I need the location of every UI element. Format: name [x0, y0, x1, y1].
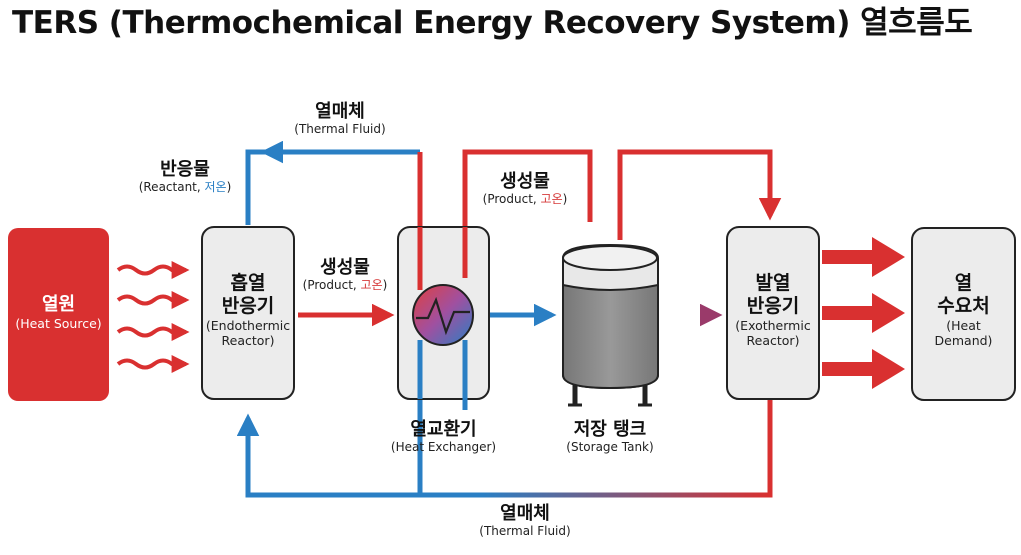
heat-source-ko: 열원 [41, 294, 76, 315]
heat-exchanger-symbol [412, 284, 474, 346]
product-top-en-c: ) [562, 191, 568, 206]
reactant-en-c: ) [226, 179, 232, 194]
product-top-en-b: 고온 [540, 191, 563, 206]
endo-ko2: 반응기 [221, 294, 275, 317]
storage-tank [562, 243, 659, 407]
heat-output-arrows [822, 237, 905, 389]
demand-ko1: 열 [954, 272, 973, 294]
product-mid-en-a: (Product, [302, 277, 361, 292]
exo-ko2: 반응기 [746, 294, 800, 317]
product-top-loop-exo [617, 149, 782, 240]
product-mid-label: 생성물 (Product, 고온) [290, 257, 400, 293]
exothermic-reactor-label: 발열 반응기 (Exothermic Reactor) [727, 272, 819, 348]
product-mid-en: (Product, 고온) [290, 277, 400, 293]
hx-ko: 열교환기 [410, 419, 477, 440]
product-top-loop-hx [453, 149, 593, 283]
thermal-fluid-bottom-en: (Thermal Fluid) [479, 523, 571, 538]
tank-ko: 저장 탱크 [573, 419, 647, 440]
endo-ko1: 흡열 [230, 272, 266, 294]
thermal-fluid-bottom-label: 열매체 (Thermal Fluid) [455, 503, 595, 538]
heat-source-en: (Heat Source) [15, 315, 102, 331]
thermal-fluid-bottom-ko: 열매체 [500, 503, 550, 524]
demand-en1: (Heat [946, 317, 981, 333]
reactant-label: 반응물 (Reactant, 저온) [125, 159, 245, 195]
product-mid-ko: 생성물 [320, 257, 370, 278]
heat-source-box [8, 228, 109, 401]
hx-en: (Heat Exchanger) [390, 439, 497, 454]
product-top-en-a: (Product, [482, 191, 541, 206]
reactant-en: (Reactant, 저온) [125, 179, 245, 195]
tank-en: (Storage Tank) [566, 439, 654, 454]
reactant-ko: 반응물 [160, 159, 210, 180]
thermal-fluid-top-ko: 열매체 [315, 101, 365, 122]
thermal-fluid-top-line [245, 149, 420, 225]
reactant-en-a: (Reactant, [138, 179, 205, 194]
exo-ko1: 발열 [755, 272, 791, 294]
heat-exchanger-label: 열교환기 (Heat Exchanger) [360, 419, 527, 454]
demand-en2: Demand) [934, 332, 993, 348]
thermal-fluid-top-en: (Thermal Fluid) [294, 121, 386, 136]
product-mid-en-b: 고온 [360, 277, 383, 292]
heat-source-label: 열원 (Heat Source) [8, 294, 109, 331]
exo-en1: (Exothermic [735, 317, 811, 333]
endothermic-reactor-box [201, 226, 295, 400]
product-top-en: (Product, 고온) [470, 191, 580, 207]
endo-en1: (Endothermic [205, 317, 291, 333]
reactant-en-b: 저온 [204, 179, 227, 194]
thermal-fluid-bottom-line [236, 400, 773, 498]
endothermic-reactor-label: 흡열 반응기 (Endothermic Reactor) [202, 272, 294, 348]
product-top-ko: 생성물 [500, 171, 550, 192]
heat-demand-box [911, 227, 1016, 401]
thermal-fluid-top-label: 열매체 (Thermal Fluid) [270, 101, 410, 136]
exothermic-reactor-box [726, 226, 820, 400]
page-title: TERS (Thermochemical Energy Recovery Sys… [12, 5, 973, 41]
demand-ko2: 수요처 [937, 294, 990, 317]
heat-waves [116, 261, 190, 373]
endo-en2: Reactor) [221, 332, 275, 348]
heat-demand-label: 열 수요처 (Heat Demand) [912, 272, 1015, 348]
product-mid-en-c: ) [382, 277, 388, 292]
storage-tank-label: 저장 탱크 (Storage Tank) [540, 419, 680, 454]
exo-en2: Reactor) [746, 332, 800, 348]
product-top-label: 생성물 (Product, 고온) [470, 171, 580, 207]
